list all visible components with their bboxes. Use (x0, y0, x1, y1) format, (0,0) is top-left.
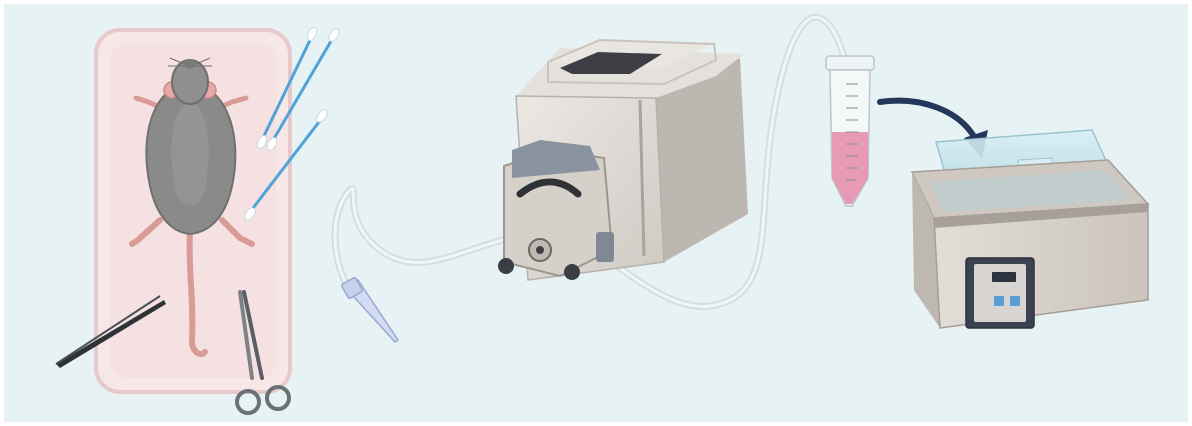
peristaltic-pump-icon (498, 38, 748, 281)
scissors-icon (235, 290, 291, 415)
tubing-icon (331, 13, 849, 310)
tweezers-icon (55, 295, 166, 368)
water-bath-icon (910, 129, 1150, 329)
conical-tube-icon (825, 55, 875, 207)
cotton-swab-icon (244, 26, 340, 221)
mouse-icon (129, 57, 255, 358)
pipette-tip-icon (341, 277, 400, 343)
